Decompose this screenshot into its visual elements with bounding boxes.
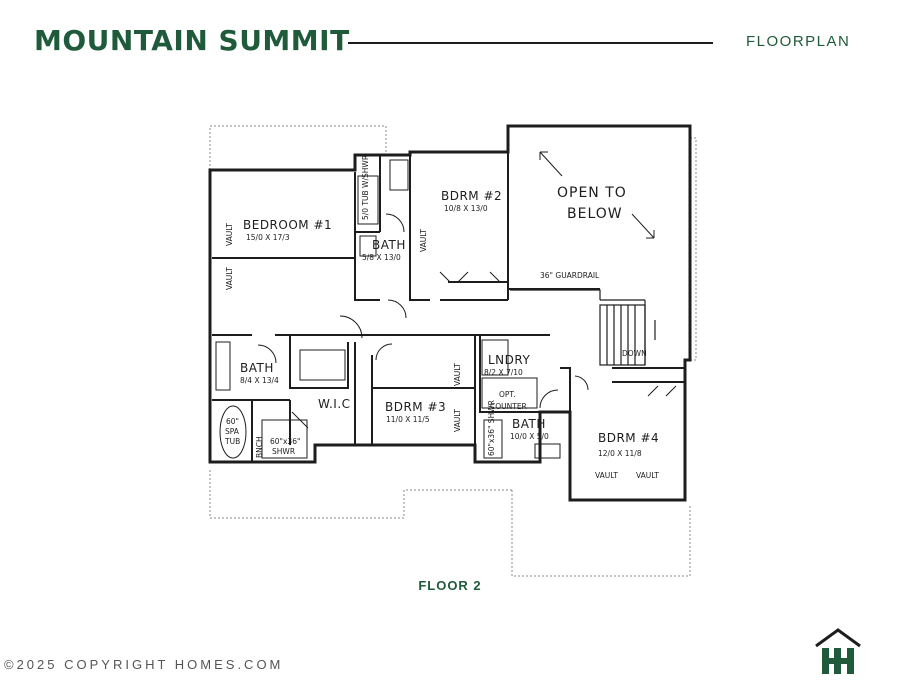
spa-note-1: 60" bbox=[226, 417, 239, 426]
bedroom1-dims: 15/0 X 17/3 bbox=[246, 233, 290, 242]
vault-note-5: VAULT bbox=[419, 229, 428, 252]
lndry-name: LNDRY bbox=[488, 353, 530, 367]
wic-name: W.I.C bbox=[318, 397, 351, 411]
spa-note-3: TUB bbox=[224, 437, 240, 446]
page-title: MOUNTAIN SUMMIT bbox=[34, 24, 350, 57]
bdrm3-dims: 11/0 X 11/5 bbox=[386, 415, 430, 424]
bdrm2-name: BDRM #2 bbox=[441, 189, 502, 203]
down-note: DOWN bbox=[622, 349, 647, 358]
guardrail-line bbox=[508, 288, 600, 290]
vault-note-2: VAULT bbox=[636, 471, 659, 480]
open-to-below-line1: OPEN TO bbox=[557, 185, 627, 201]
vault-note-1: VAULT bbox=[595, 471, 618, 480]
open-to-below-line2: BELOW bbox=[567, 206, 623, 222]
counter-line1: OPT. bbox=[499, 390, 516, 399]
shower-note-1: 60"x36" bbox=[270, 437, 300, 446]
vault-note-3: VAULT bbox=[225, 223, 234, 246]
lndry-dims: 8/2 X 7/10 bbox=[484, 368, 523, 377]
bath-a-dims: 5/8 X 13/0 bbox=[362, 253, 401, 262]
bdrm2-dims: 10/8 X 13/0 bbox=[444, 204, 488, 213]
bdrm4-name: BDRM #4 bbox=[598, 431, 659, 445]
door-swings bbox=[257, 213, 677, 429]
vault-note-4: VAULT bbox=[225, 267, 234, 290]
bench-note: BNCH bbox=[255, 436, 264, 458]
master-bath-name: BATH bbox=[240, 361, 274, 375]
fixtures bbox=[215, 159, 561, 459]
exterior-walls bbox=[208, 124, 692, 502]
master-bath-dims: 8/4 X 13/4 bbox=[240, 376, 279, 385]
copyright-footer: ©2025 COPYRIGHT HOMES.COM bbox=[4, 657, 284, 672]
guardrail-note: 36" GUARDRAIL bbox=[540, 271, 600, 280]
bath-b-dims: 10/0 X 5/0 bbox=[510, 432, 549, 441]
spa-note-2: SPA bbox=[225, 427, 240, 436]
brand-logo bbox=[815, 628, 861, 674]
vault-note-7: VAULT bbox=[453, 409, 462, 432]
bdrm4-dims: 12/0 X 11/8 bbox=[598, 449, 642, 458]
bedroom1-name: BEDROOM #1 bbox=[243, 218, 332, 232]
bath-a-name: BATH bbox=[372, 238, 406, 252]
roof-outline bbox=[209, 125, 697, 577]
title-rule bbox=[348, 42, 713, 44]
bdrm3-name: BDRM #3 bbox=[385, 400, 446, 414]
open-arrows bbox=[539, 151, 655, 239]
counter-line2: COUNTER bbox=[490, 402, 527, 411]
vault-note-6: VAULT bbox=[453, 363, 462, 386]
tub-note: 5/0 TUB W/SHWR bbox=[361, 155, 370, 220]
floor-label: FLOOR 2 bbox=[418, 578, 482, 593]
shower-note-2: SHWR bbox=[272, 447, 295, 456]
section-label: FLOORPLAN bbox=[746, 33, 851, 50]
bath-b-name: BATH bbox=[512, 417, 546, 431]
shower-b-note: 60"x36" SHWR bbox=[487, 400, 496, 456]
interior-walls bbox=[212, 152, 685, 462]
